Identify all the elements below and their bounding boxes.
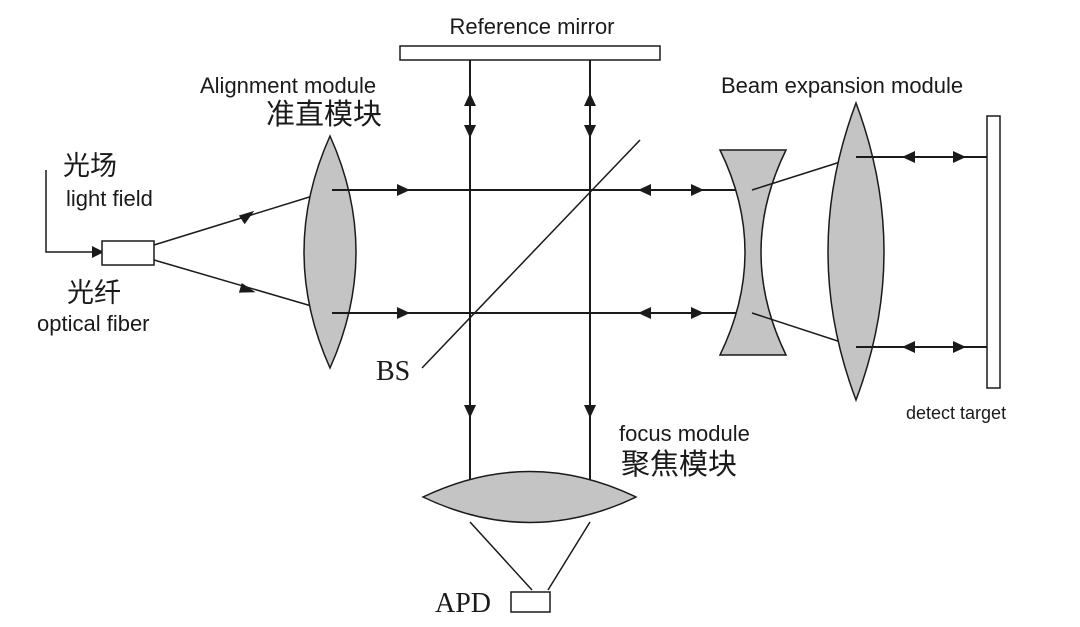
detect-target: [986, 115, 1001, 389]
apd-detector: [510, 591, 551, 613]
alignment-module-label-cn: 准直模块: [266, 97, 382, 131]
down-arrow-left-top: [464, 125, 476, 138]
beam-splitter: [421, 139, 641, 369]
left-arrow-target-lower: [902, 341, 915, 353]
reference-mirror-label: Reference mirror: [449, 14, 614, 39]
light-field-label: light field: [66, 186, 153, 211]
down-arrow-right-top: [584, 125, 596, 138]
reference-mirror: [399, 45, 661, 61]
beam-splitter-label: BS: [376, 356, 410, 387]
optical-fiber: [101, 240, 155, 266]
alignment-module-label: Alignment module: [200, 73, 376, 98]
concave-lens: [718, 149, 788, 356]
focus-ray-left: [469, 521, 533, 591]
diverging-arrow-lower: [238, 282, 256, 293]
right-arrow-lower-1: [397, 307, 410, 319]
right-arrow-upper-1: [397, 184, 410, 196]
horizontal-arrows: [397, 184, 704, 319]
light-field-label-cn: 光场: [63, 151, 117, 182]
focus-module-label: focus module: [619, 421, 750, 446]
light-field-input-arrow: [45, 170, 104, 258]
right-arrow-upper-2: [691, 184, 704, 196]
focus-ray-right: [547, 521, 591, 591]
left-arrow-lower-2: [638, 307, 651, 319]
detect-target-label: detect target: [906, 403, 1006, 423]
up-arrow-right: [584, 93, 596, 106]
convex-expansion-lens: [827, 100, 885, 403]
vertical-arrows: [464, 93, 596, 418]
apd-label: APD: [435, 588, 491, 619]
optical-fiber-label: optical fiber: [37, 311, 150, 336]
down-arrow-right-bottom: [584, 405, 596, 418]
right-arrow-target-lower: [953, 341, 966, 353]
up-arrow-left: [464, 93, 476, 106]
right-arrow-target-upper: [953, 151, 966, 163]
left-arrow-target-upper: [902, 151, 915, 163]
target-beam-arrows: [902, 151, 966, 353]
focus-module-label-cn: 聚焦模块: [621, 447, 737, 481]
alignment-lens: [303, 134, 357, 370]
focus-lens: [421, 470, 638, 524]
right-arrow-lower-2: [691, 307, 704, 319]
beam-expansion-module-label: Beam expansion module: [721, 73, 963, 98]
diverging-arrow-upper: [238, 210, 255, 225]
optical-fiber-label-cn: 光纤: [67, 278, 121, 309]
down-arrow-left-bottom: [464, 405, 476, 418]
left-arrow-upper-2: [638, 184, 651, 196]
